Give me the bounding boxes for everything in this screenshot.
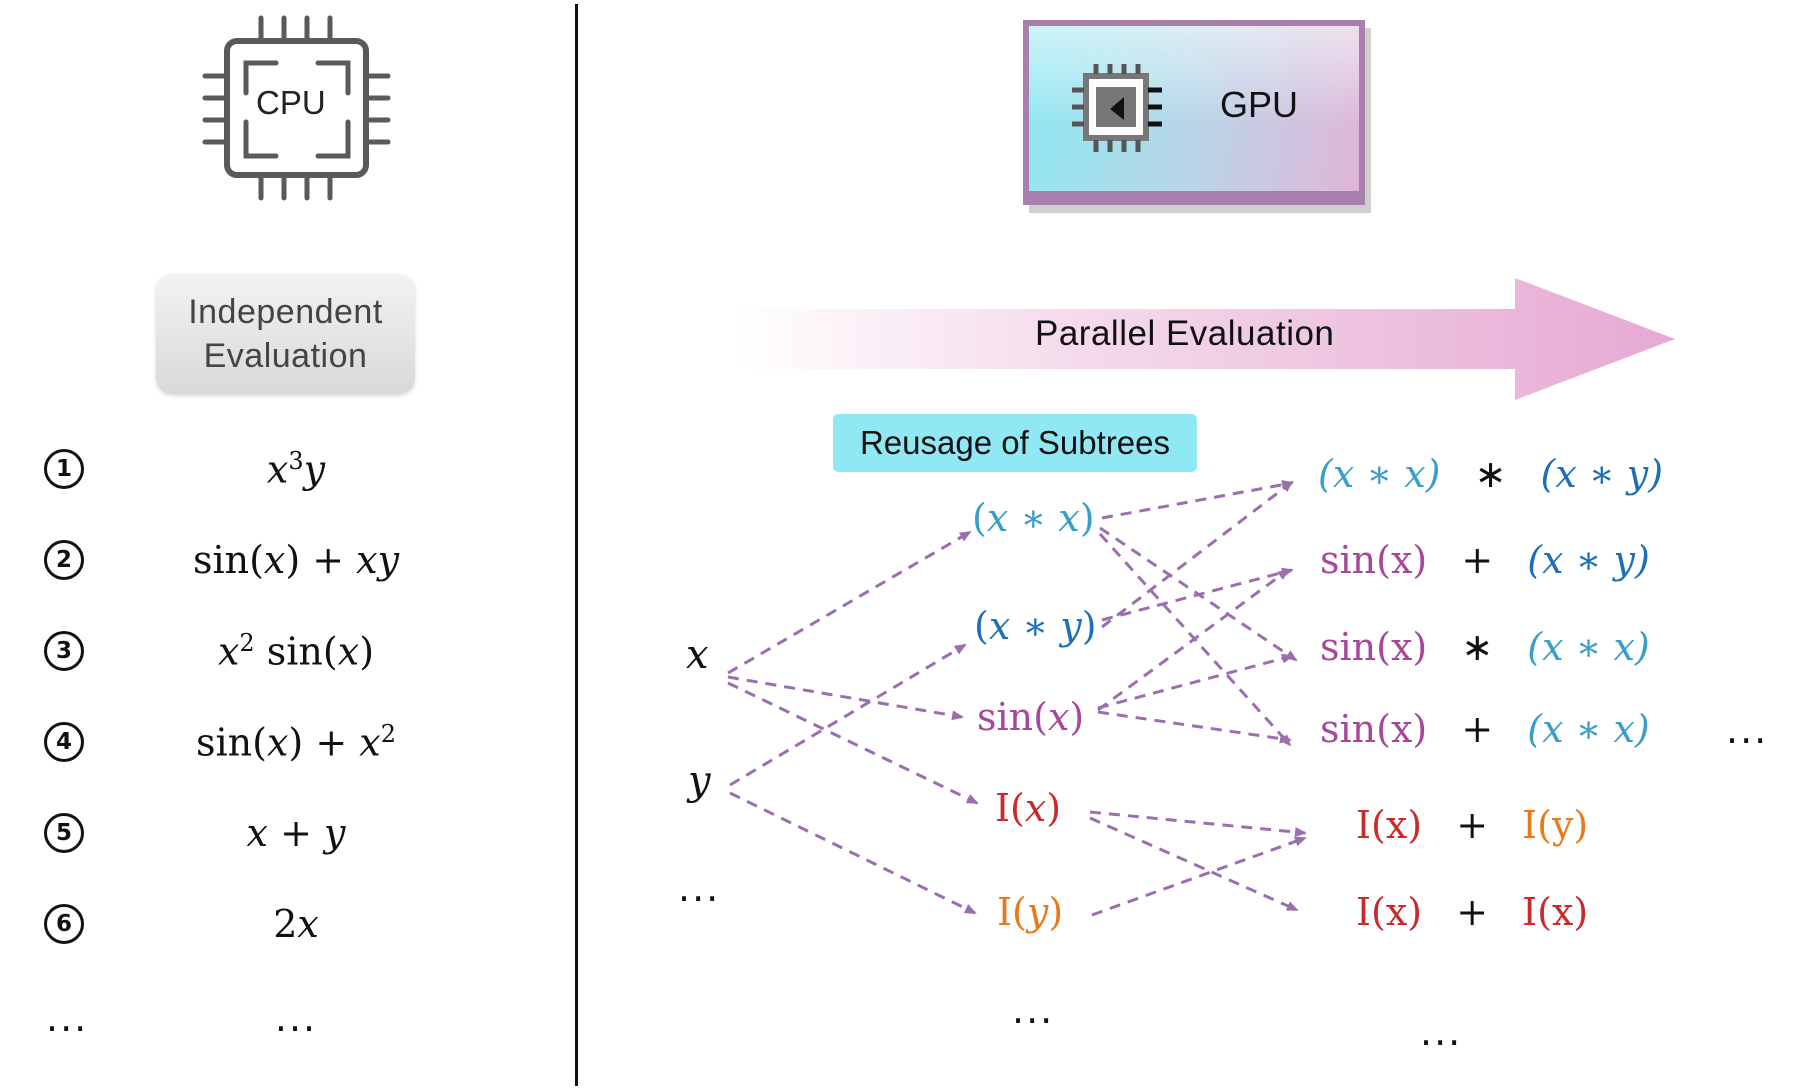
composition-6: I(x) + I(x) — [1356, 890, 1589, 934]
composition-5: I(x) + I(y) — [1356, 803, 1589, 847]
subtree-sin-x: sin(x) — [977, 695, 1085, 739]
expression-5: x + y — [246, 811, 346, 855]
reusage-of-subtrees-badge: Reusage of Subtrees — [833, 414, 1197, 472]
input-ellipsis: ... — [678, 866, 721, 910]
expression-4: sin(x) + x2 — [196, 720, 396, 765]
subtree-i-x: I(x) — [995, 786, 1062, 830]
list-number-ellipsis: ... — [46, 996, 89, 1040]
independent-line2: Evaluation — [203, 337, 368, 375]
cpu-chip-icon — [202, 15, 391, 201]
parallel-evaluation-label: Parallel Evaluation — [1035, 314, 1335, 353]
expression-6: 2x — [273, 902, 319, 946]
independent-line1: Independent — [188, 293, 383, 331]
subtree-x-times-x: (x ∗ x) — [972, 496, 1095, 540]
list-number-3: 3 — [44, 631, 84, 671]
list-number-6: 6 — [44, 904, 84, 944]
independent-evaluation-badge: Independent Evaluation — [156, 274, 415, 394]
subtree-x-times-y: (x ∗ y) — [974, 604, 1097, 648]
expression-ellipsis: ... — [274, 996, 318, 1040]
list-number-5: 5 — [44, 813, 84, 853]
expression-2: sin(x) + xy — [192, 538, 400, 582]
expression-3: x2 sin(x) — [217, 629, 375, 674]
input-x: x — [686, 632, 709, 678]
list-number-2: 2 — [44, 540, 84, 580]
cpu-label: CPU — [256, 84, 326, 121]
connector-arrows — [727, 479, 1307, 917]
list-number-4: 4 — [44, 722, 84, 762]
expression-1: x3y — [266, 447, 326, 492]
section-divider — [575, 4, 578, 1086]
input-y: y — [688, 758, 711, 804]
gpu-label: GPU — [1220, 84, 1299, 125]
gpu-chip-icon — [1072, 64, 1162, 152]
composition-1: (x ∗ x) ∗ (x ∗ y) — [1318, 452, 1664, 496]
composition-ellipsis-side: ... — [1726, 708, 1769, 752]
subtree-ellipsis: ... — [1012, 988, 1055, 1032]
composition-4: sin(x) + (x ∗ x) — [1320, 707, 1650, 751]
composition-3: sin(x) ∗ (x ∗ x) — [1320, 625, 1650, 669]
list-number-1: 1 — [44, 449, 84, 489]
composition-2: sin(x) + (x ∗ y) — [1320, 538, 1650, 582]
parallel-arrow-shape — [732, 278, 1675, 400]
composition-ellipsis-bottom: ... — [1420, 1010, 1463, 1054]
subtree-i-y: I(y) — [997, 890, 1064, 934]
